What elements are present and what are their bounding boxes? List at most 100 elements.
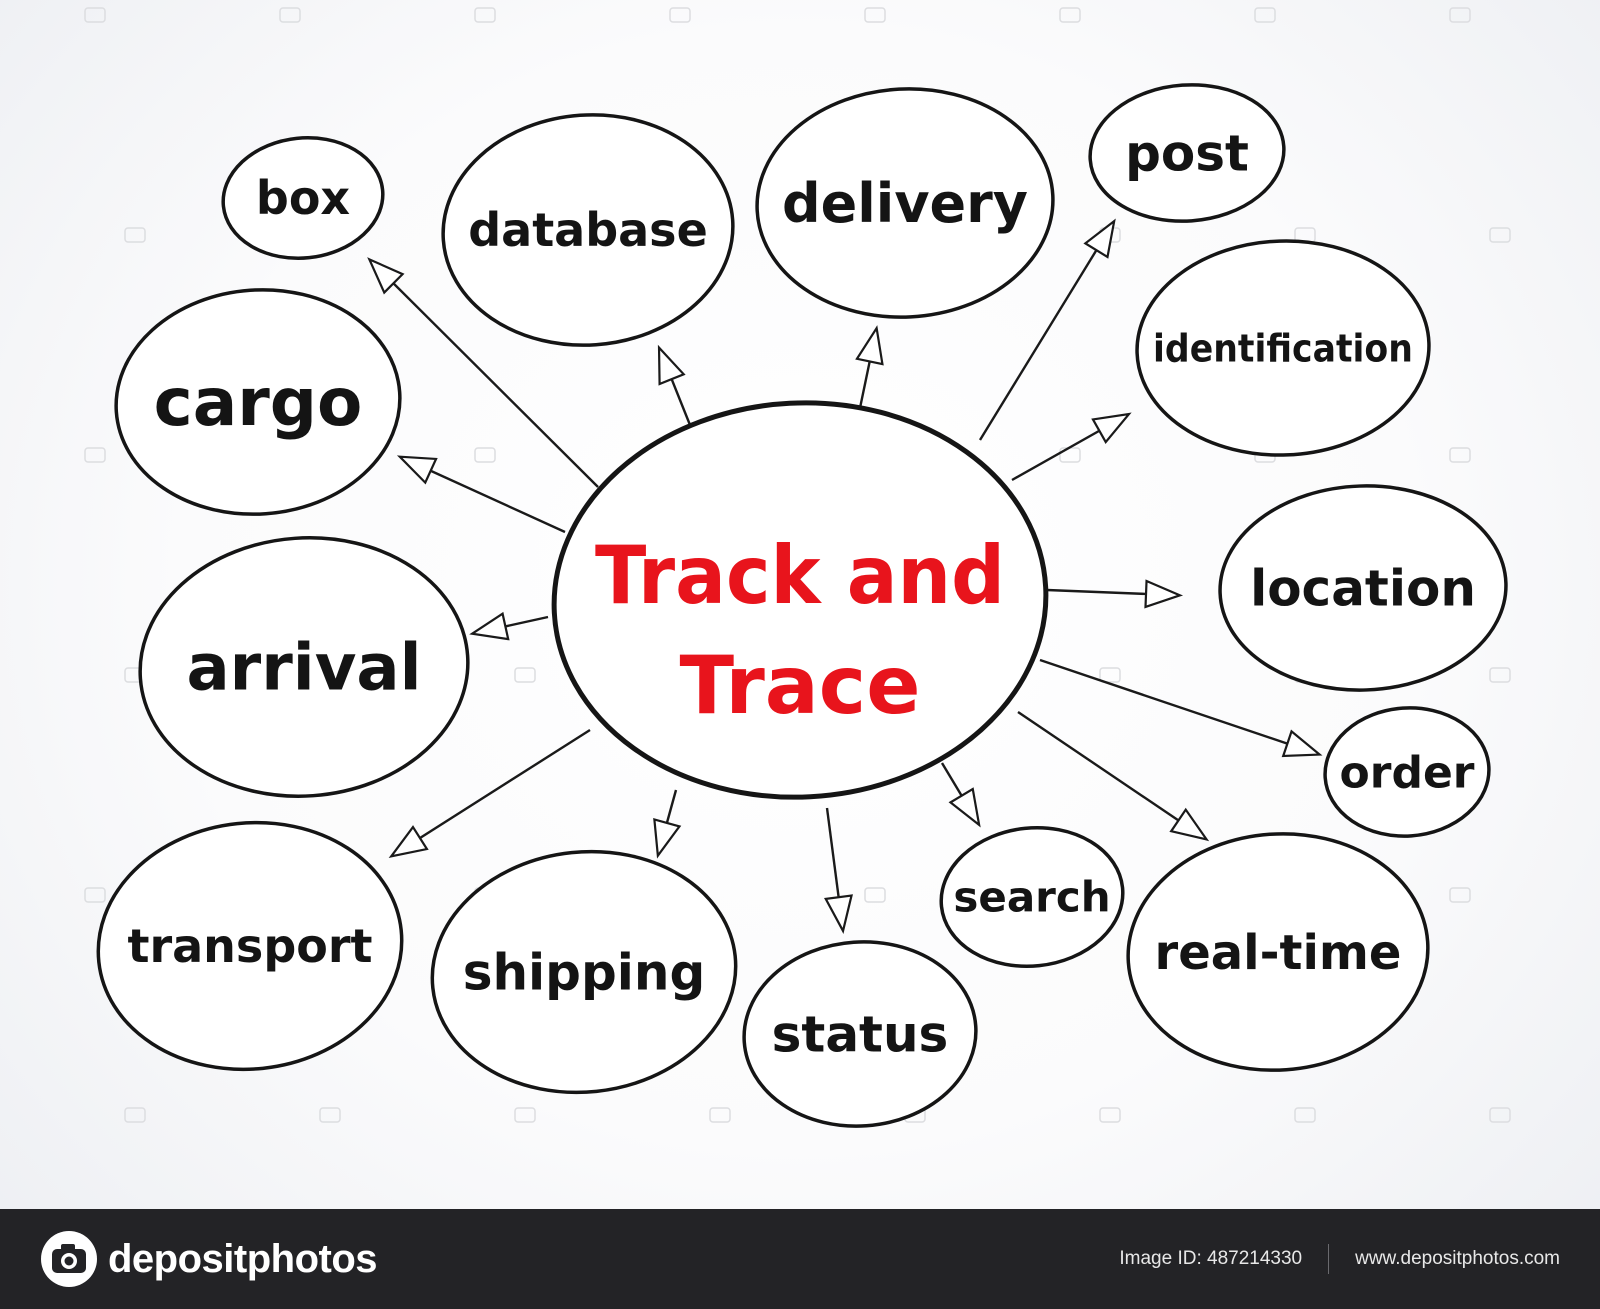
arrowhead-real-time [1169, 807, 1210, 842]
node-label: real-time [1155, 925, 1402, 981]
arrowhead-search [948, 787, 981, 828]
connector-post [978, 227, 1112, 441]
connector-order [1039, 658, 1313, 754]
node-arrival: arrival [138, 536, 470, 798]
watermark-camera-icon [1059, 7, 1081, 23]
node-identification: identification [1135, 239, 1431, 457]
bubble-layer: box database delivery post identification car… [96, 83, 1508, 1128]
arrowhead-identification [1091, 412, 1132, 445]
footer-divider [1328, 1244, 1330, 1274]
node-delivery: delivery [755, 87, 1055, 319]
watermark-camera-icon [84, 887, 106, 903]
bubble-outline [742, 940, 978, 1128]
node-label: transport [127, 919, 372, 973]
node-label: box [256, 171, 350, 225]
node-label: database [468, 203, 708, 257]
arrowhead-arrival [469, 611, 510, 641]
bubble-outline [1323, 706, 1491, 838]
node-database: database [441, 113, 735, 347]
arrowhead-box [367, 257, 405, 295]
website-link[interactable]: www.depositphotos.com [1355, 1248, 1560, 1269]
bubble-outline [1126, 832, 1430, 1072]
node-label: order [1340, 747, 1475, 798]
node-transport: transport [96, 820, 404, 1072]
bubble-outline [1135, 239, 1431, 457]
node-cargo: cargo [114, 288, 402, 516]
image-id: Image ID: 487214330 [1119, 1248, 1303, 1269]
bubble-outline [1088, 83, 1286, 223]
watermark-camera-icon [864, 7, 886, 23]
node-label: post [1125, 125, 1249, 183]
camera-logo-icon [41, 1231, 97, 1287]
bubble-outline [430, 849, 738, 1095]
watermark-camera-icon [1449, 447, 1471, 463]
watermark-camera-icon [864, 887, 886, 903]
watermark-camera-icon [1254, 7, 1276, 23]
connector-cargo [406, 458, 566, 534]
watermark-camera-icon [1489, 1107, 1511, 1123]
node-search: search [939, 825, 1125, 969]
node-label: identification [1153, 326, 1413, 370]
watermark-camera-icon [319, 1107, 341, 1123]
arrowhead-delivery [855, 325, 884, 366]
watermark-camera-icon [1294, 1107, 1316, 1123]
node-label: arrival [186, 631, 421, 705]
watermark-camera-icon [1489, 667, 1511, 683]
footer-meta: Image ID: 487214330 www.depositphotos.co… [1119, 1244, 1560, 1274]
arrowhead-database [657, 344, 686, 386]
arrowhead-status [824, 894, 853, 934]
watermark-camera-icon [474, 447, 496, 463]
footer-bar: depositphotos Image ID: 487214330 www.de… [0, 1209, 1600, 1309]
node-label: shipping [463, 944, 706, 1002]
node-box: box [221, 135, 385, 261]
watermark-camera-icon [1449, 7, 1471, 23]
watermark-camera-icon [124, 227, 146, 243]
node-label: status [772, 1006, 949, 1064]
watermark-camera-icon [279, 7, 301, 23]
watermark-camera-icon [84, 447, 106, 463]
node-label: search [953, 873, 1110, 922]
node-location: location [1218, 484, 1508, 692]
node-label: location [1250, 560, 1476, 618]
center-node: Track and Trace [551, 400, 1049, 800]
bubble-outline [96, 820, 404, 1072]
node-real-time: real-time [1126, 832, 1430, 1072]
brand-logo[interactable]: depositphotos [40, 1230, 378, 1288]
watermark-camera-icon [1489, 227, 1511, 243]
arrowhead-post [1083, 218, 1116, 259]
arrowhead-transport [388, 825, 429, 858]
center-title-line1: Track and [595, 529, 1005, 622]
bubble-outline [441, 113, 735, 347]
node-label: delivery [782, 172, 1028, 235]
watermark-camera-icon [1099, 667, 1121, 683]
center-title-line2: Trace [680, 639, 921, 732]
brand-name: depositphotos [108, 1236, 378, 1281]
arrowhead-order [1281, 729, 1323, 758]
bubble-outline [114, 288, 402, 516]
bubble-outline [138, 536, 470, 798]
watermark-camera-icon [669, 7, 691, 23]
node-post: post [1088, 83, 1286, 223]
connector-real-time [1017, 711, 1201, 836]
mind-map-diagram: box database delivery post identification car… [84, 7, 1511, 1128]
connector-transport [397, 728, 591, 854]
bubble-outline [939, 825, 1125, 969]
watermark-camera-icon [474, 7, 496, 23]
arrowhead-cargo [396, 455, 438, 485]
watermark-camera-icon [514, 1107, 536, 1123]
bubble-outline [755, 87, 1055, 319]
arrowhead-shipping [653, 817, 682, 859]
watermark-camera-icon [1449, 887, 1471, 903]
watermark-camera-icon [1099, 1107, 1121, 1123]
watermark-camera-icon [514, 667, 536, 683]
bubble-outline [221, 135, 385, 261]
arrowhead-location [1144, 579, 1184, 609]
watermark-camera-icon [709, 1107, 731, 1123]
node-order: order [1323, 706, 1491, 838]
node-label: cargo [154, 364, 363, 441]
node-shipping: shipping [430, 849, 738, 1095]
connector-layer [367, 218, 1323, 934]
watermark-camera-icon [84, 7, 106, 23]
watermark-camera-icon [124, 1107, 146, 1123]
